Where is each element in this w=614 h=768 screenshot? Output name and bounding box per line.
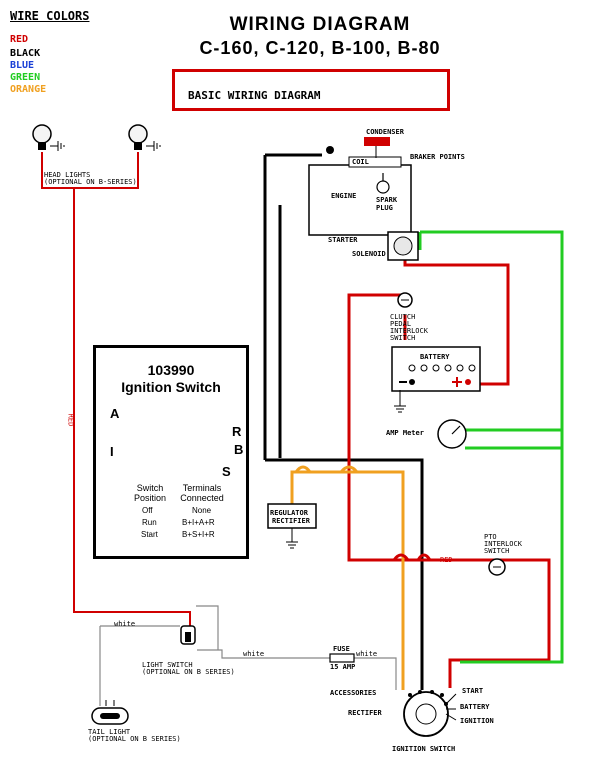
header-terminals: Terminals — [182, 483, 222, 493]
label-condenser: CONDENSER — [366, 128, 404, 136]
label-light-switch-optional: (OPTIONAL ON B SERIES) — [142, 668, 235, 676]
label-tail-light-optional: (OPTIONAL ON B SERIES) — [88, 735, 181, 743]
label-clutch-2: PEDAL — [390, 320, 412, 328]
label-ignition-switch: IGNITION SWITCH — [392, 745, 456, 753]
pto-switch-icon — [488, 558, 506, 576]
terminal-letter-b: B — [234, 442, 244, 457]
engine — [308, 156, 412, 236]
row-start-position: Start — [141, 530, 158, 539]
header-switch: Switch — [136, 483, 164, 493]
coil-terminal — [326, 146, 334, 154]
label-spark: SPARK — [376, 196, 398, 204]
terminal-letter-s: S — [222, 464, 231, 479]
label-braker-points: BRAKER POINTS — [410, 153, 465, 161]
legend-title: WIRE COLORS — [10, 9, 90, 23]
label-plug: PLUG — [376, 204, 393, 212]
label-clutch-1: CLUTCH — [390, 313, 416, 321]
label-starter: STARTER — [328, 236, 358, 244]
row-off-terminals: None — [192, 506, 212, 515]
header-connected: Connected — [180, 493, 224, 503]
white-wires — [99, 605, 397, 706]
label-start: START — [462, 687, 484, 695]
label-fuse: FUSE — [333, 645, 350, 653]
solenoid — [387, 231, 419, 261]
headlight-left-icon — [32, 124, 65, 151]
label-clutch-4: SWITCH — [390, 334, 416, 342]
legend-item-black: BLACK — [10, 48, 41, 59]
ignition-part-number: 103990 — [147, 362, 195, 378]
subtitle: BASIC WIRING DIAGRAM — [188, 89, 321, 102]
label-tail-light: TAIL LIGHT — [88, 728, 131, 736]
terminal-letter-a: A — [110, 406, 120, 421]
clutch-switch-icon — [397, 292, 413, 308]
condenser — [364, 137, 390, 146]
label-solenoid: SOLENOID — [352, 250, 386, 258]
header-position: Position — [133, 493, 167, 503]
label-pto-3: SWITCH — [484, 547, 510, 555]
label-amp-meter: AMP Meter — [386, 429, 424, 437]
row-off-position: Off — [142, 506, 153, 515]
legend-item-green: GREEN — [10, 72, 41, 83]
headlight-right-icon — [128, 124, 161, 151]
orange-wires — [290, 470, 405, 690]
regulator-rectifier — [267, 503, 317, 549]
battery — [391, 346, 481, 413]
label-rectifer: RECTIFER — [348, 709, 382, 717]
subtitle-box — [172, 69, 450, 111]
label-rectifier: RECTIFIER — [272, 517, 310, 525]
ignition-card-title: Ignition Switch — [121, 379, 221, 395]
row-start-terminals: B+S+I+R — [182, 530, 215, 539]
headlight-wires — [41, 152, 191, 628]
label-light-switch: LIGHT SWITCH — [142, 661, 193, 669]
legend-item-orange: ORANGE — [10, 84, 47, 95]
wire-label-red-1: RED — [66, 413, 75, 427]
ignition-switch-card: 103990 Ignition Switch A R B I S Switch … — [93, 345, 249, 559]
wire-crossovers — [294, 465, 432, 561]
red-wires — [347, 248, 551, 688]
label-ignition-terminal: IGNITION — [460, 717, 494, 725]
row-run-terminals: B+I+A+R — [182, 518, 215, 527]
row-run-position: Run — [142, 518, 157, 527]
label-engine: ENGINE — [331, 192, 357, 200]
wire-label-red-2: RED — [440, 556, 453, 564]
label-regulator: REGULATOR — [270, 509, 308, 517]
label-clutch-3: INTERLOCK — [390, 327, 428, 335]
wire-label-white-1: white — [114, 620, 136, 628]
green-wires — [418, 230, 564, 664]
label-pto-1: PTO — [484, 533, 497, 541]
label-battery: BATTERY — [420, 353, 450, 361]
amp-meter-icon — [437, 419, 467, 449]
fuse-icon — [329, 653, 355, 663]
label-fuse-amp: 15 AMP — [330, 663, 356, 671]
legend-item-red: RED — [10, 34, 29, 45]
terminal-letter-r: R — [232, 424, 242, 439]
label-pto-2: INTERLOCK — [484, 540, 522, 548]
diagram-title: WIRING DIAGRAM — [229, 14, 411, 35]
terminal-letter-i: I — [110, 444, 114, 459]
legend-item-blue: BLUE — [10, 60, 35, 71]
label-head-lights: HEAD LIGHTS — [44, 171, 91, 179]
label-battery-terminal: BATTERY — [460, 703, 490, 711]
ignition-switch-body — [403, 690, 457, 737]
label-coil: COIL — [352, 158, 369, 166]
wire-label-white-3: white — [356, 650, 378, 658]
tail-light-icon — [91, 700, 129, 725]
label-accessories: ACCESSORIES — [330, 689, 377, 697]
label-head-lights-optional: (OPTIONAL ON B-SERIES) — [44, 178, 137, 186]
light-switch-icon — [180, 625, 196, 645]
diagram-models: C-160, C-120, B-100, B-80 — [199, 38, 441, 58]
wire-label-white-2: white — [243, 650, 265, 658]
black-wires — [263, 153, 424, 690]
